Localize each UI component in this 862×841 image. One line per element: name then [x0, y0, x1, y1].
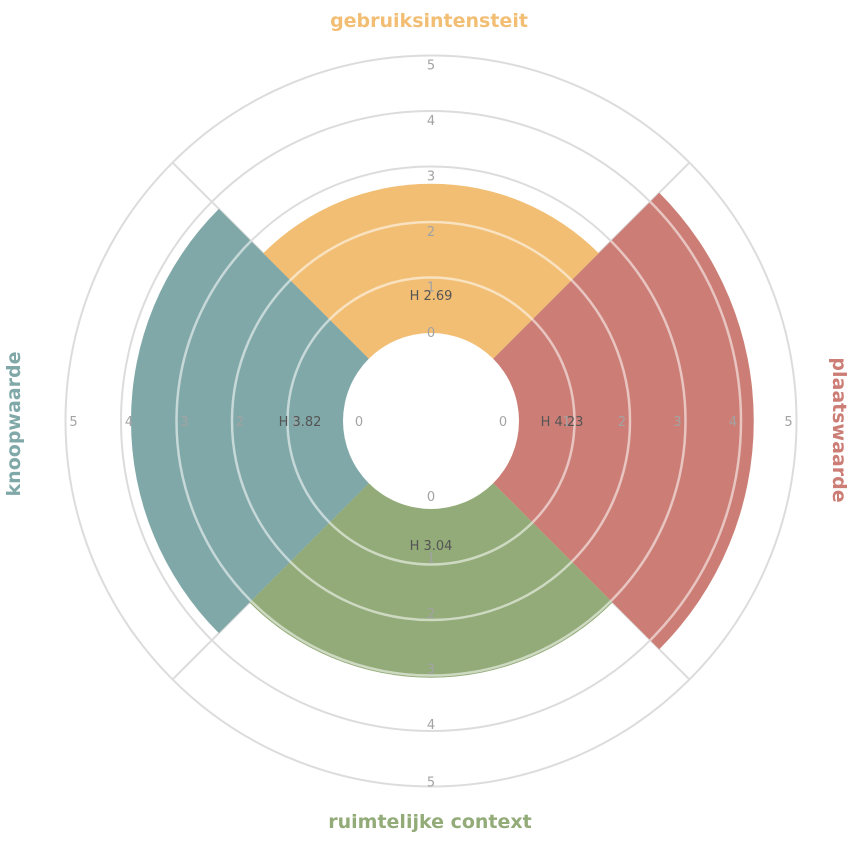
tick-label: 5 — [427, 776, 435, 791]
value-labels: H 2.69 H 4.23 H 3.04 H 3.82 — [279, 289, 584, 554]
tick-label: 0 — [427, 490, 435, 505]
axis-title-plaatswaarde: plaatswaarde — [828, 357, 850, 502]
tick-label: 3 — [180, 415, 188, 430]
sector-gebruiksintensteit[interactable] — [263, 183, 599, 359]
tick-label: 4 — [427, 718, 435, 733]
value-label-plaatswaarde: H 4.23 — [541, 415, 584, 430]
axis-title-ruimtelijke-context: ruimtelijke context — [328, 811, 532, 833]
sector-grid-ring — [289, 560, 573, 622]
tick-label: 2 — [236, 415, 244, 430]
tick-label: 1 — [562, 415, 570, 430]
sector-knoopwaarde[interactable] — [130, 208, 369, 634]
tick-label: 3 — [673, 415, 681, 430]
axis-title-gebruiksintensteit: gebruiksintensteit — [330, 10, 528, 32]
sector-grid-ring — [570, 279, 632, 563]
sector-grid-ring — [250, 600, 612, 677]
tick-label: 0 — [355, 415, 363, 430]
sector-grid-ring — [289, 220, 573, 282]
sectors — [130, 183, 754, 678]
sector-grid-ring — [286, 318, 331, 524]
sector-plaatswaarde[interactable] — [493, 192, 754, 650]
tick-label: 2 — [618, 415, 626, 430]
sector-grid-ring — [610, 240, 687, 602]
value-label-ruimtelijke-context: H 3.04 — [410, 539, 453, 554]
tick-labels: 0 1 2 3 4 5 0 1 2 3 4 5 0 1 2 3 4 5 0 1 2 3 4 5 — [69, 59, 792, 791]
tick-label: 2 — [427, 225, 435, 240]
sector-grid-ring — [175, 240, 252, 602]
tick-label: 5 — [427, 59, 435, 74]
tick-label: 5 — [784, 415, 792, 430]
value-label-knoopwaarde: H 3.82 — [279, 415, 322, 430]
tick-label: 1 — [291, 415, 299, 430]
tick-label: 3 — [427, 663, 435, 678]
tick-label: 1 — [427, 281, 435, 296]
tick-label: 0 — [499, 415, 507, 430]
axis-titles: gebruiksintensteit plaatswaarde ruimtelijk… — [3, 10, 850, 833]
grid-overlay — [175, 200, 743, 677]
tick-label: 4 — [125, 415, 133, 430]
sector-grid-ring — [230, 279, 292, 563]
sector-grid-ring — [649, 200, 743, 642]
tick-label: 4 — [427, 114, 435, 129]
tick-label: 4 — [729, 415, 737, 430]
tick-label: 0 — [427, 326, 435, 341]
grid-ring — [64, 54, 798, 788]
sector-grid-ring — [531, 318, 576, 524]
value-label-gebruiksintensteit: H 2.69 — [410, 289, 453, 304]
sector-grid-ring — [328, 276, 534, 321]
axis-title-knoopwaarde: knoopwaarde — [3, 352, 25, 497]
tick-label: 3 — [427, 170, 435, 185]
tick-label: 5 — [69, 415, 77, 430]
sector-grid-ring — [328, 521, 534, 566]
tick-label: 2 — [427, 607, 435, 622]
tick-label: 1 — [427, 552, 435, 567]
